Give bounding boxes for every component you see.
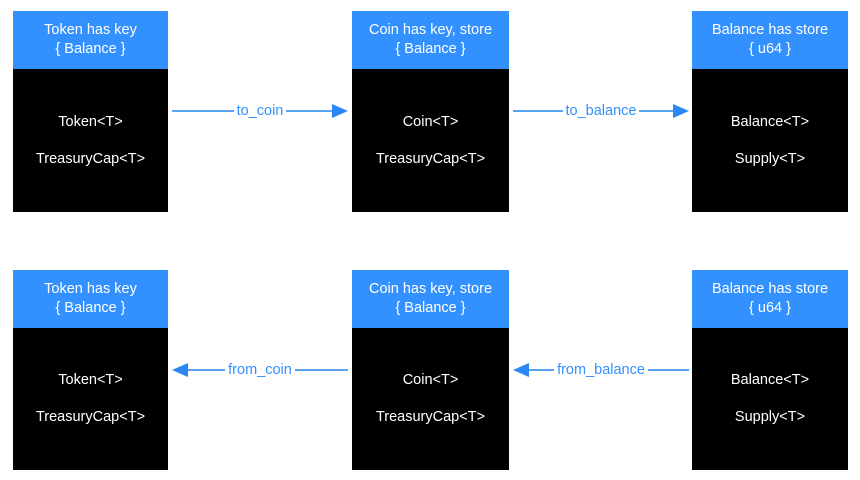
edge-to-balance[interactable]: to_balance (513, 98, 689, 124)
node-balance-forward[interactable]: Balance has store { u64 } Balance<T> Sup… (692, 11, 848, 212)
node-header-line2: { u64 } (749, 41, 791, 57)
node-body-line2: TreasuryCap<T> (35, 409, 146, 425)
node-body-line2: Supply<T> (734, 150, 806, 167)
node-header-coin-reverse: Coin has key, store { Balance } (352, 270, 509, 328)
node-body-coin-reverse: Coin<T> TreasuryCap<T> (352, 328, 509, 470)
node-header-line1: Balance has store (711, 22, 829, 38)
node-body-line1: Coin<T> (402, 372, 459, 388)
node-header-line1: Token has key (44, 281, 137, 297)
edge-to-coin[interactable]: to_coin (172, 98, 348, 124)
node-header-balance-forward: Balance has store { u64 } (692, 11, 848, 69)
node-header-line2: { Balance } (55, 300, 126, 316)
edge-label-to-coin: to_coin (233, 102, 287, 120)
node-token-reverse[interactable]: Token has key { Balance } Token<T> Treas… (13, 270, 168, 470)
node-body-token-reverse: Token<T> TreasuryCap<T> (13, 328, 168, 470)
node-body-line1: Coin<T> (402, 113, 459, 130)
node-token-forward[interactable]: Token has key { Balance } Token<T> Treas… (13, 11, 168, 212)
node-header-coin-forward: Coin has key, store { Balance } (352, 11, 509, 69)
node-body-line1: Token<T> (58, 113, 123, 130)
node-coin-reverse[interactable]: Coin has key, store { Balance } Coin<T> … (352, 270, 509, 470)
node-body-line2: TreasuryCap<T> (375, 150, 486, 167)
node-header-line1: Token has key (44, 22, 137, 38)
node-body-balance-reverse: Balance<T> Supply<T> (692, 328, 848, 470)
node-header-token-forward: Token has key { Balance } (13, 11, 168, 69)
node-body-line2: Supply<T> (734, 409, 806, 425)
node-header-line1: Balance has store (711, 281, 829, 297)
node-body-coin-forward: Coin<T> TreasuryCap<T> (352, 69, 509, 212)
node-header-line2: { u64 } (749, 300, 791, 316)
edge-label-from-balance: from_balance (554, 361, 648, 379)
edge-from-coin[interactable]: from_coin (172, 357, 348, 383)
node-body-line1: Balance<T> (730, 113, 810, 130)
node-header-line2: { Balance } (395, 300, 466, 316)
node-header-balance-reverse: Balance has store { u64 } (692, 270, 848, 328)
node-header-line2: { Balance } (395, 41, 466, 57)
node-body-balance-forward: Balance<T> Supply<T> (692, 69, 848, 212)
edge-from-balance[interactable]: from_balance (513, 357, 689, 383)
edge-label-from-coin: from_coin (225, 361, 295, 379)
edge-label-to-balance: to_balance (562, 102, 640, 120)
node-body-line2: TreasuryCap<T> (35, 150, 146, 167)
node-header-line1: Coin has key, store (368, 22, 493, 38)
node-balance-reverse[interactable]: Balance has store { u64 } Balance<T> Sup… (692, 270, 848, 470)
node-header-line1: Coin has key, store (368, 281, 493, 297)
node-body-line2: TreasuryCap<T> (375, 409, 486, 425)
node-body-line1: Token<T> (58, 372, 123, 388)
node-coin-forward[interactable]: Coin has key, store { Balance } Coin<T> … (352, 11, 509, 212)
node-header-token-reverse: Token has key { Balance } (13, 270, 168, 328)
node-header-line2: { Balance } (55, 41, 126, 57)
node-body-line1: Balance<T> (730, 372, 810, 388)
node-body-token-forward: Token<T> TreasuryCap<T> (13, 69, 168, 212)
